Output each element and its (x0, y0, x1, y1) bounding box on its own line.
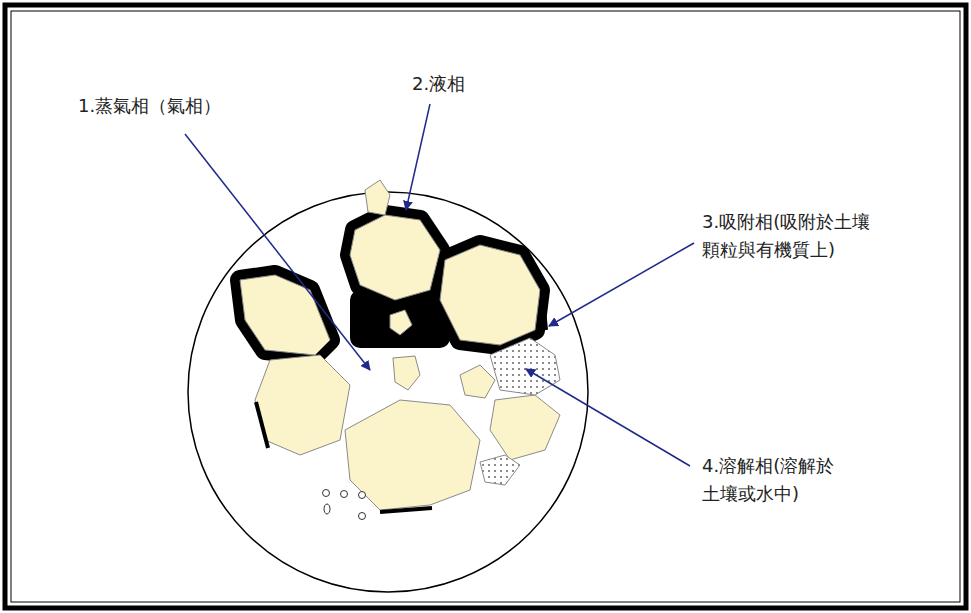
callout-label: 2.液相 (412, 70, 612, 98)
callout-label: 3.吸附相(吸附於土壤 顆粒與有機質上) (702, 208, 927, 264)
callout-label: 1.蒸氣相（氣相） (78, 92, 338, 120)
callout-label: 4.溶解相(溶解於 土壤或水中) (702, 452, 862, 508)
